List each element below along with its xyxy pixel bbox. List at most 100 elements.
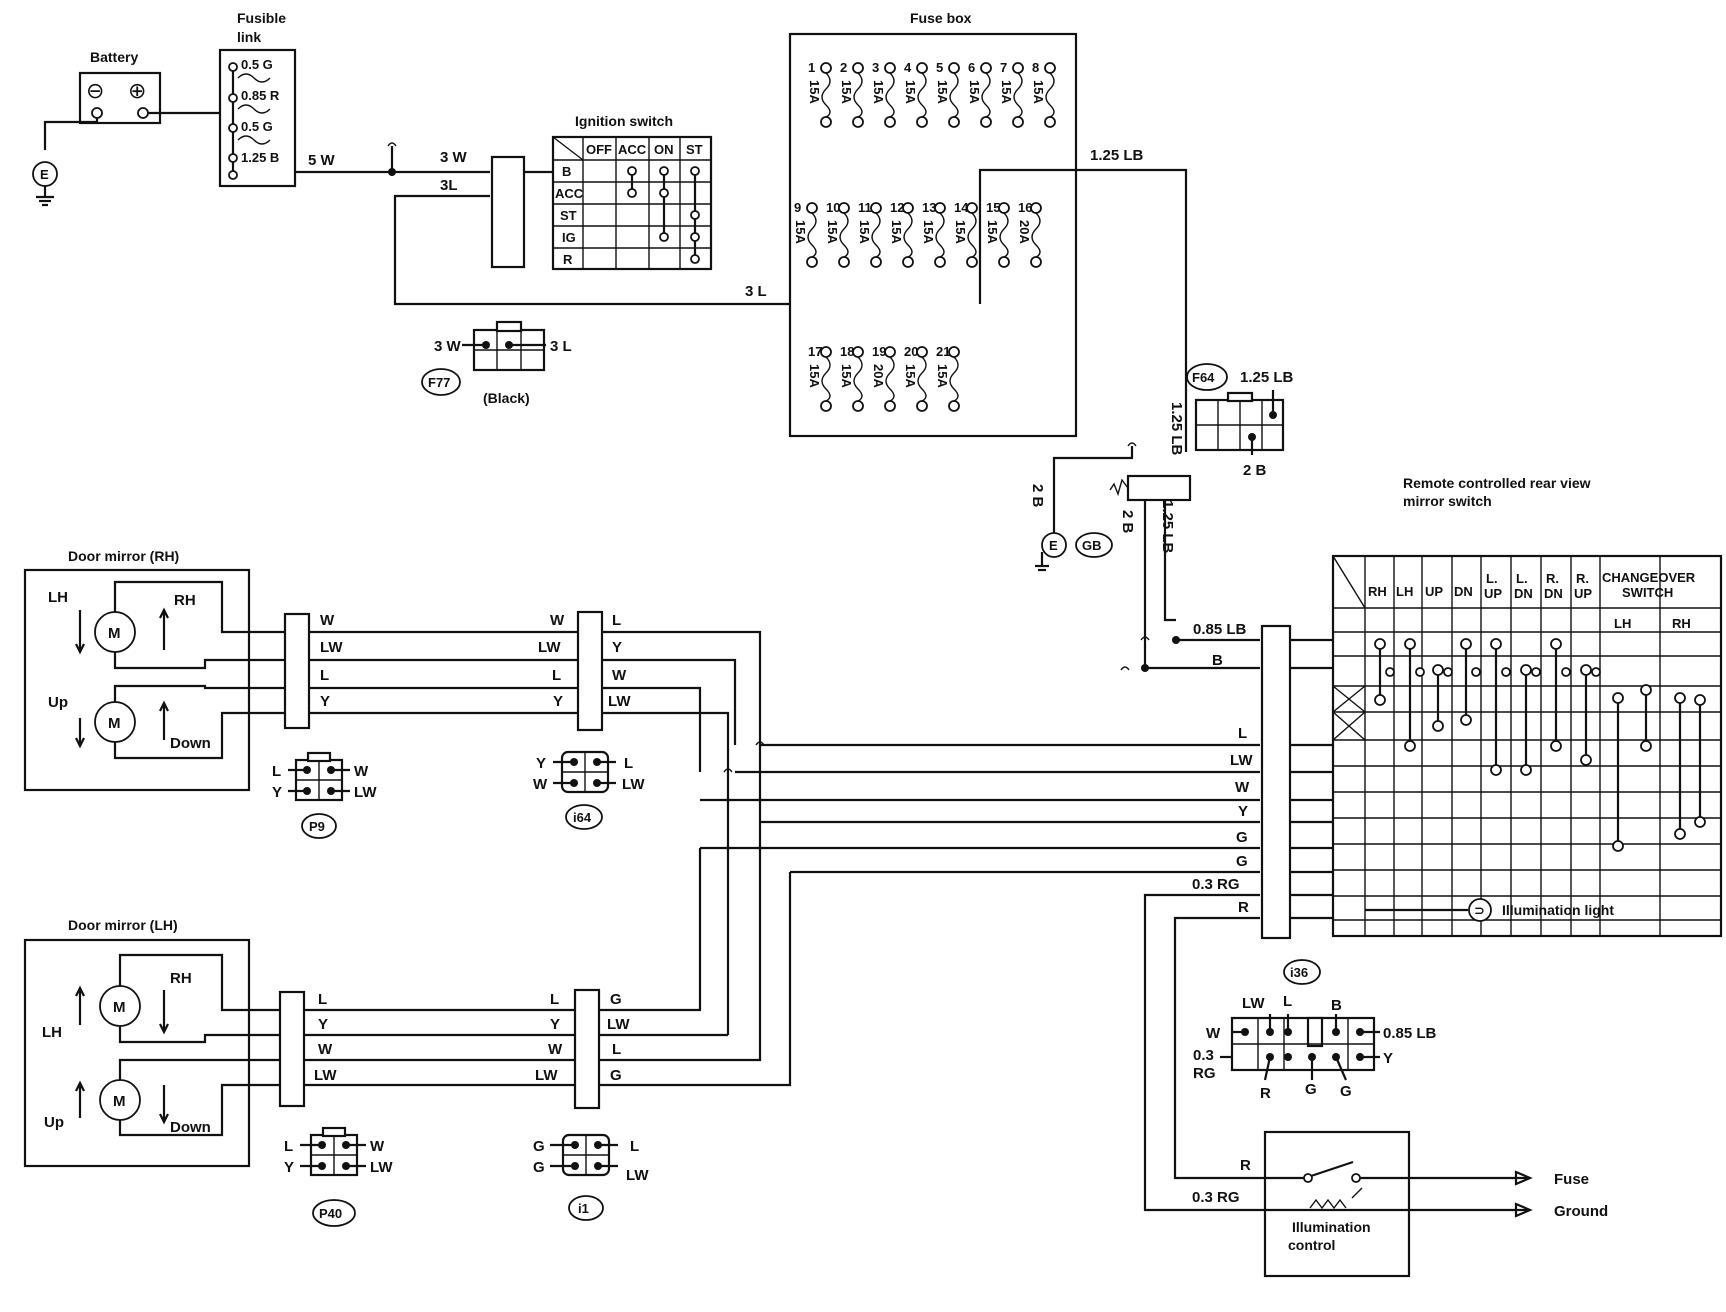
fuse-element <box>821 72 831 118</box>
fuse-rating: 15A <box>985 220 1000 244</box>
fuse-number: 4 <box>904 60 912 75</box>
ign-row-ig: IG <box>562 230 576 245</box>
switch-contact <box>1404 740 1416 752</box>
fuse-terminal <box>806 202 818 214</box>
wire-2b-b: 2 B <box>1119 510 1136 534</box>
ign-col-st: ST <box>686 142 703 157</box>
fuse-terminal <box>916 116 928 128</box>
fuse-rating: 15A <box>921 220 936 244</box>
fuse-number: 18 <box>840 344 854 359</box>
fuse-terminal <box>948 346 960 358</box>
fuse-element <box>917 356 927 402</box>
switch-contact <box>1640 684 1652 696</box>
switch-contact <box>1460 638 1472 650</box>
fuse-element <box>885 356 895 402</box>
fuse-number: 10 <box>826 200 840 215</box>
fuse-rating: 15A <box>903 80 918 104</box>
fuse-terminal <box>838 202 850 214</box>
switch-contact <box>1520 764 1532 776</box>
i1-out-0: G <box>610 991 622 1008</box>
changeover-rh: RH <box>1672 616 1691 631</box>
wire-0-3rg-a: 0.3 RG <box>1192 876 1240 893</box>
ign-connector <box>490 155 526 269</box>
wire-5w: 5 W <box>308 152 336 169</box>
lh-pin-0: L <box>318 991 327 1008</box>
wire-2b-a: 2 B <box>1029 484 1046 508</box>
fuse-rating: 15A <box>839 80 854 104</box>
fuse-number: 20 <box>904 344 918 359</box>
door-mirror-lh-title: Door mirror (LH) <box>68 917 178 933</box>
switch-cross-mark <box>1332 685 1366 713</box>
lh-mirror-rh: RH <box>170 970 192 987</box>
illumination-control: R 0.3 RG Fuse Ground Illumination contro… <box>1192 1130 1608 1278</box>
motor-lh-2: M <box>113 1093 126 1110</box>
rh-pin-3: Y <box>320 693 330 710</box>
fuse-element <box>917 72 927 118</box>
fuse-number: 13 <box>922 200 936 215</box>
p40-id: P40 <box>319 1206 342 1221</box>
fuse-terminal <box>916 62 928 74</box>
switch-contact <box>1415 667 1425 677</box>
illumination-control-title-2: control <box>1288 1237 1335 1253</box>
fuse-terminal <box>980 116 992 128</box>
switch-contact <box>1520 664 1532 676</box>
i36-top-2: B <box>1331 997 1342 1014</box>
fuse-element <box>853 356 863 402</box>
switch-contact <box>1580 754 1592 766</box>
mirror-switch-title-1: Remote controlled rear view <box>1403 475 1591 491</box>
i64-in-1: LW <box>538 639 561 656</box>
i1-out-1: LW <box>607 1016 630 1033</box>
fuse-terminal <box>902 202 914 214</box>
p9-tl: L <box>272 763 281 780</box>
fuse-terminal <box>820 400 832 412</box>
lh-mirror-connector <box>278 990 306 1108</box>
i1-in-0: L <box>550 991 559 1008</box>
i36-left-w: W <box>1206 1025 1221 1042</box>
fuse-rating: 15A <box>857 220 872 244</box>
fuse-element <box>871 212 881 258</box>
fuse-terminal <box>884 400 896 412</box>
door-mirror-lh: Door mirror (LH) M M LH RH Up Down <box>23 917 280 1168</box>
i36-id: i36 <box>1290 965 1308 980</box>
fuse-number: 8 <box>1032 60 1039 75</box>
battery-plus-icon: ⊕ <box>128 78 146 103</box>
ign-row-st: ST <box>560 208 577 223</box>
harness-1: LW <box>1230 752 1253 769</box>
switch-col-header: R. <box>1576 571 1589 586</box>
fuse-terminal <box>852 62 864 74</box>
fuse-terminal <box>870 202 882 214</box>
fuse-number: 12 <box>890 200 904 215</box>
fuse-number: 7 <box>1000 60 1007 75</box>
f77-id: F77 <box>428 375 450 390</box>
rh-pin-0: W <box>320 612 335 629</box>
i1-out-2: L <box>612 1041 621 1058</box>
fuse-terminal <box>966 202 978 214</box>
wire-3l-fuse: 3 L <box>745 283 767 300</box>
switch-col-header: L. <box>1516 571 1528 586</box>
i1-tr: L <box>630 1138 639 1155</box>
fusible-link-3: 1.25 B <box>241 150 279 165</box>
i64-tl: Y <box>536 755 546 772</box>
ign-row-r: R <box>563 252 573 267</box>
fuse-number: 2 <box>840 60 847 75</box>
fuse-rating: 15A <box>967 80 982 104</box>
fusible-link-1: 0.85 R <box>241 88 280 103</box>
switch-contact <box>1674 828 1686 840</box>
wire-1-25lb-vert-upper: 1.25 LB <box>1168 402 1185 456</box>
switch-contact <box>1443 667 1453 677</box>
harness-4: G <box>1236 829 1248 846</box>
switch-contact <box>1591 667 1601 677</box>
wire-r-b: R <box>1240 1157 1251 1174</box>
connector-i1: G L G LW i1 <box>533 1133 649 1221</box>
motor-rh-2: M <box>108 715 121 732</box>
i1-in-3: LW <box>535 1067 558 1084</box>
fuse-terminal <box>902 256 914 268</box>
switch-contact <box>1490 764 1502 776</box>
f77-right: 3 L <box>550 338 572 355</box>
illumination-fuse: Fuse <box>1554 1171 1589 1188</box>
switch-contact <box>1694 694 1706 706</box>
fuse-terminal <box>1044 116 1056 128</box>
switch-contact <box>1471 667 1481 677</box>
fuse-rating: 15A <box>935 80 950 104</box>
